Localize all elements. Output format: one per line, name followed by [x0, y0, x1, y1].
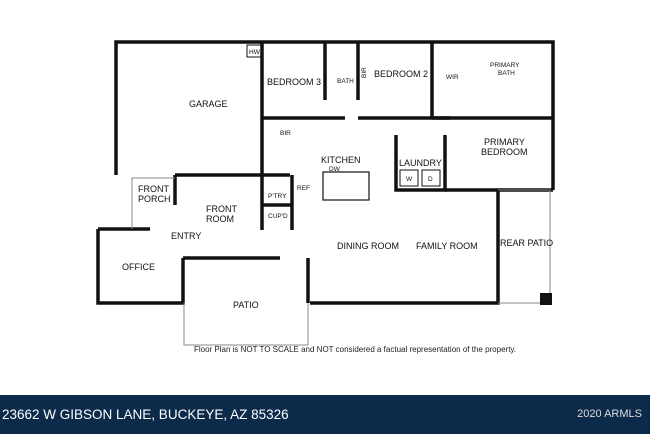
- room-primary-bath-2: BATH: [498, 70, 515, 77]
- disclaimer: Floor Plan is NOT TO SCALE and NOT consi…: [193, 345, 517, 354]
- washer-label: W: [406, 176, 413, 183]
- cupboard-label: CUP'D: [268, 213, 288, 220]
- kitchen-island: [322, 171, 370, 201]
- water-heater: [246, 44, 262, 58]
- bir-top-label: BIR: [361, 67, 368, 78]
- dryer-label: D: [428, 176, 433, 183]
- hw-label: HW: [249, 49, 261, 56]
- column: [540, 293, 552, 305]
- floor-plan: GARAGE HW BEDROOM 3 BATH BIR BEDROOM 2 W…: [96, 40, 555, 346]
- address: 23662 W GIBSON LANE, BUCKEYE, AZ 85326: [2, 407, 289, 422]
- room-garage: GARAGE: [189, 99, 228, 109]
- room-front-porch: FRONT: [138, 184, 169, 194]
- room-laundry: LAUNDRY: [399, 158, 442, 168]
- bir-label: BIR: [280, 130, 291, 137]
- patio-outlines: [131, 177, 551, 346]
- room-front-porch-2: PORCH: [138, 194, 171, 204]
- room-patio: PATIO: [233, 300, 259, 310]
- ref-label: REF: [297, 185, 310, 192]
- dw-label: DW: [329, 166, 341, 173]
- room-dining: DINING ROOM: [337, 241, 399, 251]
- room-rear-patio: REAR PATIO: [500, 238, 553, 248]
- pantry-label: P'TRY: [268, 193, 287, 200]
- room-bedroom-3: BEDROOM 3: [267, 77, 321, 87]
- washer: [399, 169, 419, 187]
- room-bedroom-2: BEDROOM 2: [374, 69, 428, 79]
- dryer: [421, 169, 441, 187]
- room-family: FAMILY ROOM: [416, 241, 478, 251]
- room-bath: BATH: [337, 78, 354, 85]
- room-primary-bedroom-2: BEDROOM: [481, 147, 528, 157]
- room-entry: ENTRY: [171, 231, 201, 241]
- copyright: 2020 ARMLS: [577, 408, 642, 420]
- footer-bar: 23662 W GIBSON LANE, BUCKEYE, AZ 85326 2…: [0, 395, 650, 434]
- room-front-room-2: ROOM: [206, 214, 234, 224]
- room-wir: WIR: [446, 74, 459, 81]
- room-office: OFFICE: [122, 262, 155, 272]
- room-front-room: FRONT: [206, 204, 237, 214]
- room-primary-bedroom: PRIMARY: [484, 137, 525, 147]
- room-primary-bath: PRIMARY: [490, 62, 520, 69]
- room-kitchen: KITCHEN: [321, 155, 361, 165]
